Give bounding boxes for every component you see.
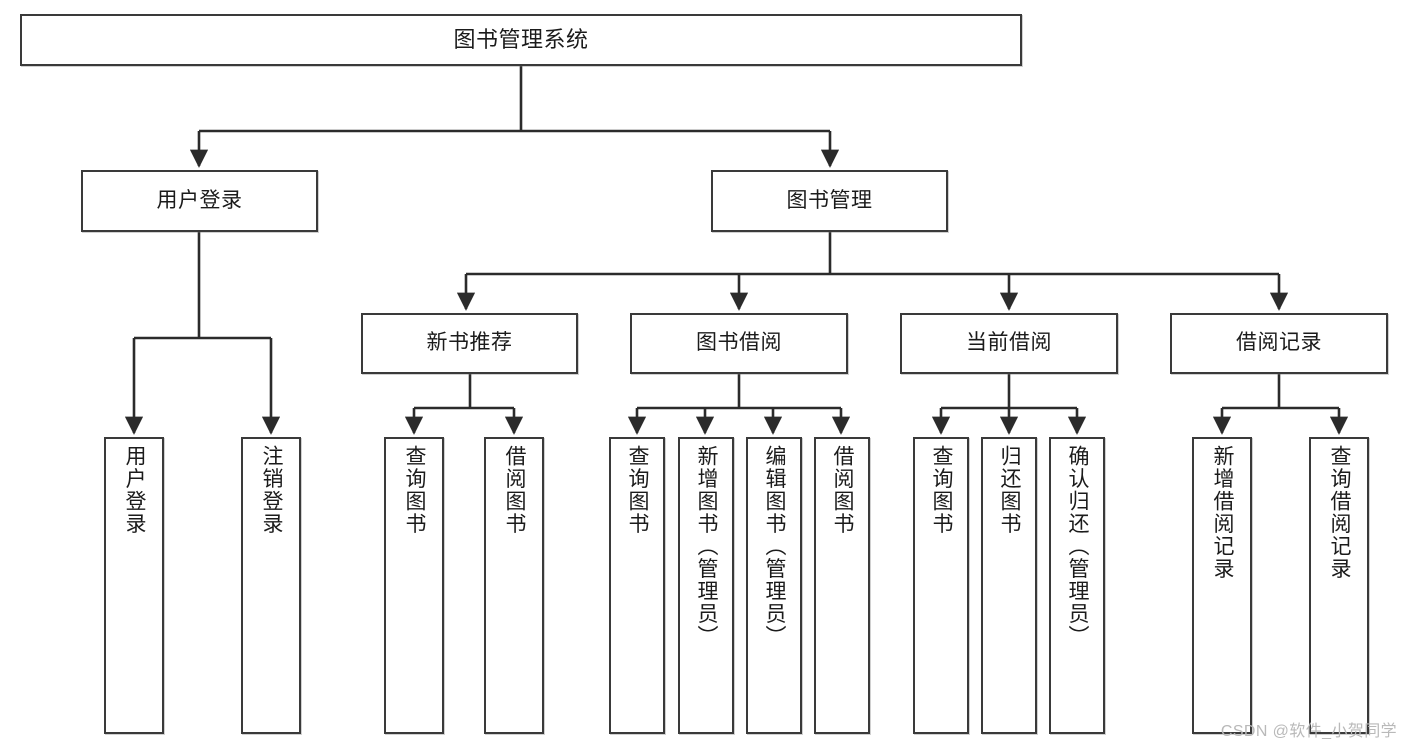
node-leaf-currentborrow-confirm[interactable]: 确认归还（管理员） xyxy=(1049,437,1105,734)
node-leaf-borrowrecord-query-label: 查询借阅记录 xyxy=(1328,445,1352,580)
node-leaf-currentborrow-query[interactable]: 查询图书 xyxy=(913,437,969,734)
node-leaf-bookborrow-query[interactable]: 查询图书 xyxy=(609,437,665,734)
node-leaf-bookborrow-add-label: 新增图书（管理员） xyxy=(695,445,719,648)
node-user-login[interactable]: 用户登录 xyxy=(81,170,318,232)
node-leaf-newbook-borrow[interactable]: 借阅图书 xyxy=(484,437,544,734)
node-leaf-bookborrow-edit[interactable]: 编辑图书（管理员） xyxy=(746,437,802,734)
node-book-management[interactable]: 图书管理 xyxy=(711,170,948,232)
node-root-system[interactable]: 图书管理系统 xyxy=(20,14,1022,66)
node-leaf-currentborrow-confirm-label: 确认归还（管理员） xyxy=(1066,445,1090,648)
node-leaf-user-login-logout[interactable]: 注销登录 xyxy=(241,437,301,734)
node-leaf-bookborrow-borrow-label: 借阅图书 xyxy=(831,445,855,535)
node-current-borrow[interactable]: 当前借阅 xyxy=(900,313,1118,374)
node-book-borrow[interactable]: 图书借阅 xyxy=(630,313,848,374)
node-leaf-currentborrow-query-label: 查询图书 xyxy=(930,445,954,535)
node-leaf-bookborrow-borrow[interactable]: 借阅图书 xyxy=(814,437,870,734)
node-user-login-label: 用户登录 xyxy=(156,188,243,212)
node-book-management-label: 图书管理 xyxy=(786,188,873,212)
node-leaf-newbook-borrow-label: 借阅图书 xyxy=(503,445,527,535)
node-leaf-bookborrow-add[interactable]: 新增图书（管理员） xyxy=(678,437,734,734)
node-leaf-currentborrow-return[interactable]: 归还图书 xyxy=(981,437,1037,734)
node-leaf-newbook-query-label: 查询图书 xyxy=(403,445,427,535)
node-new-book-recommend[interactable]: 新书推荐 xyxy=(361,313,578,374)
node-borrow-record-label: 借阅记录 xyxy=(1236,331,1322,355)
node-leaf-bookborrow-query-label: 查询图书 xyxy=(626,445,650,535)
node-leaf-newbook-query[interactable]: 查询图书 xyxy=(384,437,444,734)
node-leaf-currentborrow-return-label: 归还图书 xyxy=(998,445,1022,535)
node-new-book-recommend-label: 新书推荐 xyxy=(426,331,513,355)
node-leaf-borrowrecord-query[interactable]: 查询借阅记录 xyxy=(1309,437,1369,734)
node-leaf-user-login-logout-label: 注销登录 xyxy=(260,445,284,535)
node-leaf-user-login-login[interactable]: 用户登录 xyxy=(104,437,164,734)
node-leaf-bookborrow-edit-label: 编辑图书（管理员） xyxy=(763,445,787,648)
node-borrow-record[interactable]: 借阅记录 xyxy=(1170,313,1388,374)
node-leaf-borrowrecord-add[interactable]: 新增借阅记录 xyxy=(1192,437,1252,734)
node-root-system-label: 图书管理系统 xyxy=(453,27,589,53)
node-current-borrow-label: 当前借阅 xyxy=(966,331,1052,355)
node-leaf-borrowrecord-add-label: 新增借阅记录 xyxy=(1211,445,1235,580)
node-book-borrow-label: 图书借阅 xyxy=(696,331,782,355)
csdn-watermark: CSDN @软件_小贺同学 xyxy=(1220,723,1397,740)
node-leaf-user-login-login-label: 用户登录 xyxy=(123,445,147,535)
